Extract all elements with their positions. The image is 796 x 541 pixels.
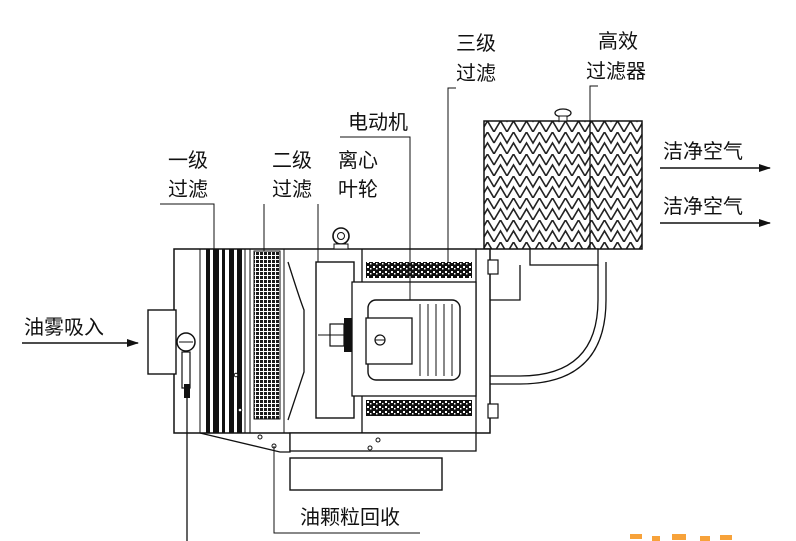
label-stage1-line2: 过滤 (168, 177, 208, 201)
label-stage3-line2: 过滤 (456, 61, 496, 85)
label-impeller-line1: 离心 (338, 148, 378, 172)
watermark-fragment (630, 534, 732, 541)
label-recovery: 油颗粒回收 (300, 505, 400, 529)
label-intake: 油雾吸入 (24, 315, 104, 339)
label-hepa-line1: 高效 (598, 29, 638, 53)
hepa-filter-box (483, 108, 643, 266)
label-stage3-line1: 三级 (456, 31, 496, 55)
label-stage2-line1: 二级 (272, 148, 312, 172)
label-clean-air-2: 洁净空气 (663, 194, 743, 218)
label-stage1-line1: 一级 (168, 148, 208, 172)
return-duct (490, 262, 607, 385)
label-hepa-line2: 过滤器 (586, 59, 646, 83)
main-housing (147, 227, 499, 491)
label-impeller-line2: 叶轮 (338, 177, 378, 201)
labels: 三级 过滤 高效 过滤器 电动机 洁净空气 洁净空气 一级 过滤 二级 过滤 离… (24, 29, 743, 529)
leader-lines (160, 85, 598, 541)
flow-arrows (22, 164, 771, 347)
label-clean-air-1: 洁净空气 (663, 139, 743, 163)
label-stage2-line2: 过滤 (272, 177, 312, 201)
label-motor: 电动机 (348, 110, 408, 134)
